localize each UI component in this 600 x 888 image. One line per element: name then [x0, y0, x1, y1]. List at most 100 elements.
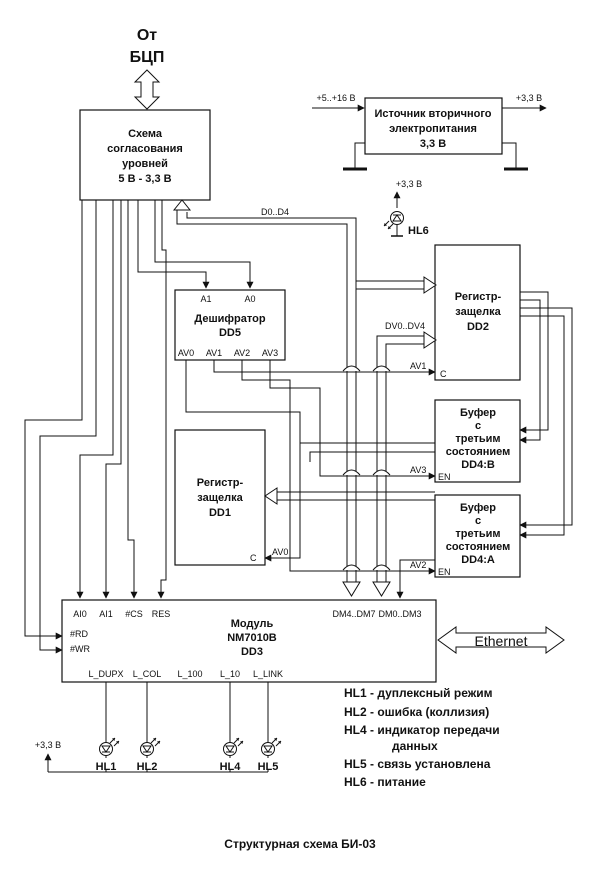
- latch-dd2-line1: Регистр-: [455, 291, 502, 303]
- module-pin-cs: #CS: [125, 609, 143, 619]
- decoder-block: [174, 289, 286, 361]
- legend-hl1: HL1 - дуплексный режим: [344, 686, 493, 700]
- decoder-pin-a1: A1: [200, 294, 211, 304]
- latch-dd1-line3: DD1: [209, 507, 231, 519]
- psu-line2: электропитания: [389, 123, 477, 135]
- module-led-100: L_100: [177, 669, 202, 679]
- module-pin-wr: #WR: [70, 644, 91, 654]
- latch-dd1-line1: Регистр-: [197, 477, 244, 489]
- buffer-b-pin-en: EN: [438, 472, 451, 482]
- buffer-a-pin-en: EN: [438, 567, 451, 577]
- legend-hl5: HL5 - связь установлена: [344, 757, 491, 771]
- psu-line1: Источник вторичного: [374, 108, 491, 120]
- bus-to-dd2: [356, 276, 437, 294]
- buffer-a-line2: с: [475, 515, 481, 527]
- module-led-link: L_LINK: [253, 669, 283, 679]
- hl4-led-icon: [223, 737, 244, 756]
- latch-dd2-block: [434, 244, 521, 381]
- module-pin-ai0: AI0: [73, 609, 87, 619]
- decoder-line1: Дешифратор: [194, 313, 265, 325]
- av0-label: AV0: [272, 547, 288, 557]
- level-shifter-wires: [24, 200, 254, 654]
- buffer-b-line4: состоянием: [446, 446, 511, 458]
- latch-dd2-line3: DD2: [467, 321, 489, 333]
- diagram-caption: Структурная схема БИ-03: [224, 837, 376, 851]
- hl6-supply-label: +3,3 В: [396, 179, 422, 189]
- module-line1: Модуль: [231, 618, 274, 630]
- module-block: [61, 599, 437, 683]
- av2-label: AV2: [410, 560, 426, 570]
- crossing-hops: [342, 365, 391, 571]
- buffer-b-line3: третьим: [455, 433, 500, 445]
- hl1-led-icon: [99, 737, 120, 756]
- psu-ground-wire-right: [502, 142, 517, 168]
- level-shifter-line2: согласования: [107, 143, 183, 155]
- decoder-pin-a0: A0: [244, 294, 255, 304]
- module-bus-dm0: DM0..DM3: [378, 609, 421, 619]
- module-led-10: L_10: [220, 669, 240, 679]
- decoder-out-av1: AV1: [206, 348, 222, 358]
- legend-hl6: HL6 - питание: [344, 775, 426, 789]
- module-pin-rd: #RD: [70, 629, 89, 639]
- buffer-b-line1: Буфер: [460, 407, 496, 419]
- leds-supply-label: +3,3 В: [35, 740, 61, 750]
- legend-hl4-line2: данных: [392, 739, 438, 753]
- psu-ground-wire-left: [354, 142, 365, 168]
- psu-input-label: +5..+16 В: [316, 93, 355, 103]
- module-led-dupx: L_DUPX: [88, 669, 123, 679]
- buffer-b-block: [434, 399, 521, 483]
- bus-to-dd1: [264, 487, 435, 505]
- hl6-led-icon: [383, 211, 404, 230]
- latch-dd1-line2: защелка: [197, 492, 243, 504]
- hl1-label: HL1: [96, 761, 117, 773]
- hl5-label: HL5: [258, 761, 279, 773]
- ethernet-arrow: [437, 626, 565, 654]
- decoder-out-av2: AV2: [234, 348, 250, 358]
- buffer-a-output: [396, 559, 435, 599]
- module-line2: NM7010B: [227, 632, 277, 644]
- decoder-control-wires: [185, 360, 436, 575]
- latch-dd1-block: [174, 429, 266, 566]
- leds-drive-wires: [105, 682, 269, 772]
- decoder-out-av0: AV0: [178, 348, 194, 358]
- buffer-b-line2: с: [475, 420, 481, 432]
- module-bus-dm4: DM4..DM7: [332, 609, 375, 619]
- ethernet-label: Ethernet: [475, 633, 528, 649]
- buffer-a-line1: Буфер: [460, 502, 496, 514]
- source-label-line1: От: [137, 27, 157, 44]
- level-shifter-block: [79, 109, 211, 201]
- level-shifter-line4: 5 В - 3,3 В: [118, 173, 171, 185]
- psu-output-label: +3,3 В: [516, 93, 542, 103]
- buffer-b-line5: DD4:B: [461, 459, 495, 471]
- legend-hl4-line1: HL4 - индикатор передачи: [344, 723, 500, 737]
- buffer-a-line3: третьим: [455, 528, 500, 540]
- level-shifter-line3: уровней: [122, 158, 168, 170]
- buffer-a-block: [434, 494, 521, 578]
- av3-label: AV3: [410, 465, 426, 475]
- hl4-label: HL4: [220, 761, 242, 773]
- buffer-a-line4: состоянием: [446, 541, 511, 553]
- hl6-label: HL6: [408, 225, 429, 237]
- level-shifter-line1: Схема: [128, 128, 163, 140]
- latch-dd2-line2: защелка: [455, 306, 501, 318]
- dd2-to-buffers: [519, 291, 573, 539]
- d-bus-label: D0..D4: [261, 207, 289, 217]
- latch-dd2-pin-c: C: [440, 369, 447, 379]
- module-pin-res: RES: [152, 609, 171, 619]
- hl2-led-icon: [140, 737, 161, 756]
- legend-hl2: HL2 - ошибка (коллизия): [344, 705, 489, 719]
- dv-bus-label: DV0..DV4: [385, 321, 425, 331]
- hl2-label: HL2: [137, 761, 158, 773]
- source-label-line2: БЦП: [130, 49, 165, 66]
- decoder-line2: DD5: [219, 327, 241, 339]
- psu-line3: 3,3 В: [420, 138, 446, 150]
- source-bus-arrow: [133, 69, 161, 110]
- module-line3: DD3: [241, 646, 263, 658]
- decoder-out-av3: AV3: [262, 348, 278, 358]
- latch-dd1-pin-c: C: [250, 553, 257, 563]
- av1-label: AV1: [410, 361, 426, 371]
- data-bus-d: [172, 199, 361, 597]
- hl5-led-icon: [261, 737, 282, 756]
